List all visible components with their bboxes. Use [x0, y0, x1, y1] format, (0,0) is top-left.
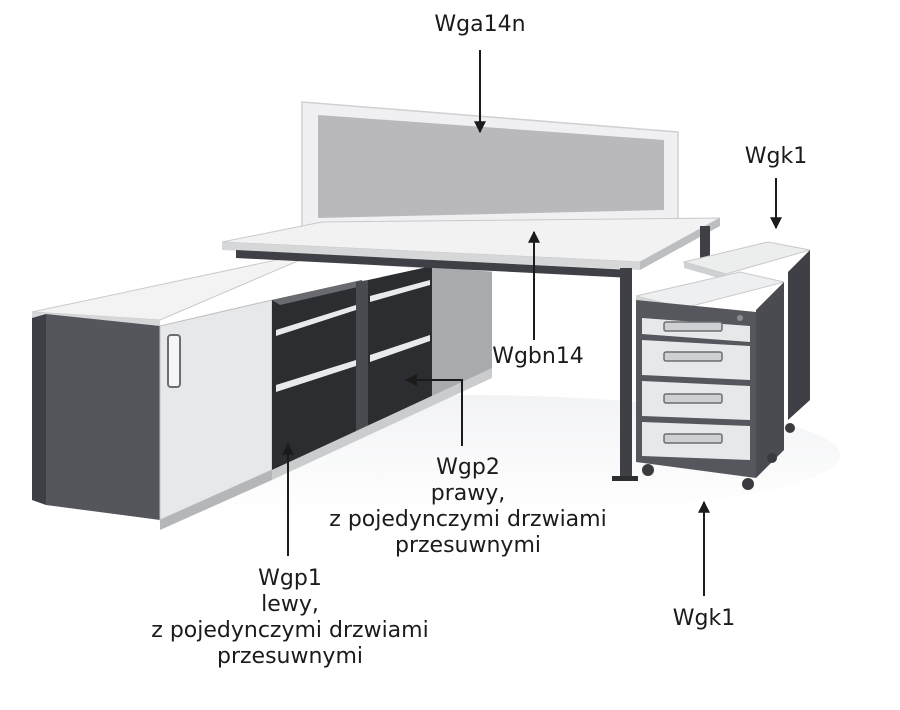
label-wgk1-top-name: Wgk1: [744, 144, 808, 169]
desk-screen-wga14n: [301, 101, 679, 238]
label-wga14n-name: Wga14n: [434, 12, 526, 37]
label-wgk1-bottom: Wgk1: [654, 606, 754, 632]
label-wgp1-name: Wgp1: [258, 566, 322, 591]
label-wgp2-side: prawy,: [430, 481, 506, 506]
label-wgp2-desc2: przesuwnymi: [395, 533, 541, 558]
label-wgp1-side: lewy,: [261, 592, 319, 617]
cabinet-wgp: [31, 254, 493, 530]
label-wgp2-desc: z pojedynczymi drzwiami: [329, 507, 607, 532]
pedestal-wgk1-front: [635, 271, 785, 490]
label-wgp1-desc2: przesuwnymi: [217, 644, 363, 669]
pedestal-wgk1-back: [682, 241, 811, 433]
label-wgk1-bottom-name: Wgk1: [672, 606, 736, 631]
label-wgbn14: Wgbn14: [478, 344, 598, 370]
label-wgp1: Wgp1 lewy, z pojedynczymi drzwiami przes…: [120, 566, 460, 670]
label-wgbn14-name: Wgbn14: [492, 344, 584, 369]
label-wgp2-name: Wgp2: [436, 455, 500, 480]
arrow-wgp2: [404, 374, 463, 446]
callout-arrows: [282, 50, 782, 596]
label-wga14n: Wga14n: [420, 12, 540, 38]
label-wgp1-desc: z pojedynczymi drzwiami: [151, 618, 429, 643]
label-wgp2: Wgp2 prawy, z pojedynczymi drzwiami prze…: [298, 455, 638, 559]
label-wgk1-top: Wgk1: [726, 144, 826, 170]
